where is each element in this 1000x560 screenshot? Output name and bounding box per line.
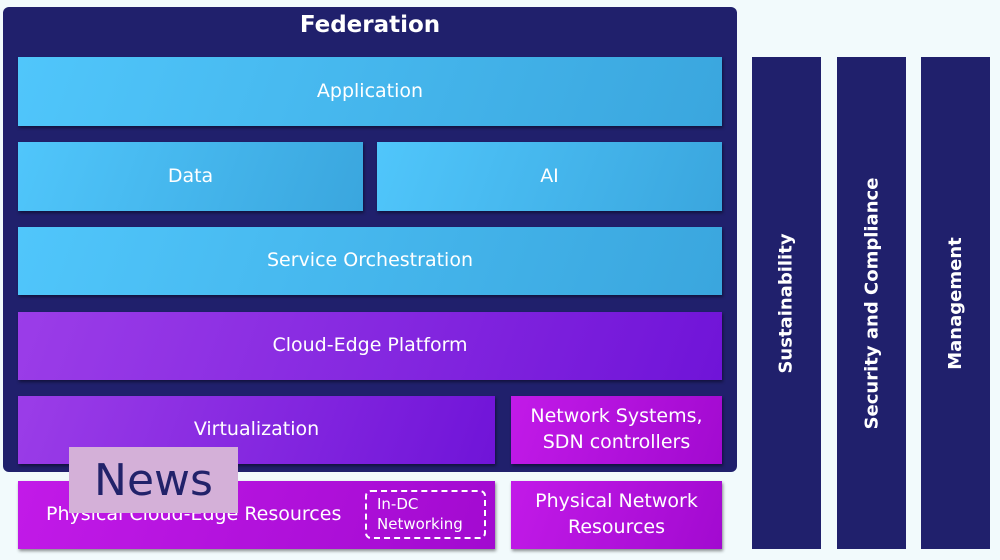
in-dc-networking-box: In-DC Networking <box>365 490 486 539</box>
sustainability-label: Sustainability <box>776 232 798 374</box>
data-layer: Data <box>18 142 363 211</box>
sustainability-column: Sustainability <box>752 57 821 549</box>
news-overlay: News <box>69 447 238 513</box>
application-layer: Application <box>18 57 722 126</box>
federation-title: Federation <box>299 12 441 38</box>
management-label: Management <box>945 236 966 370</box>
management-column: Management <box>921 57 990 549</box>
network-systems-layer: Network Systems, SDN controllers <box>511 396 722 464</box>
cloud-edge-platform-layer: Cloud-Edge Platform <box>18 312 722 380</box>
security-compliance-label: Security and Compliance <box>861 177 883 429</box>
security-compliance-column: Security and Compliance <box>837 57 906 549</box>
ai-layer: AI <box>377 142 722 211</box>
physical-network-layer: Physical Network Resources <box>511 481 722 549</box>
service-orchestration-layer: Service Orchestration <box>18 227 722 295</box>
